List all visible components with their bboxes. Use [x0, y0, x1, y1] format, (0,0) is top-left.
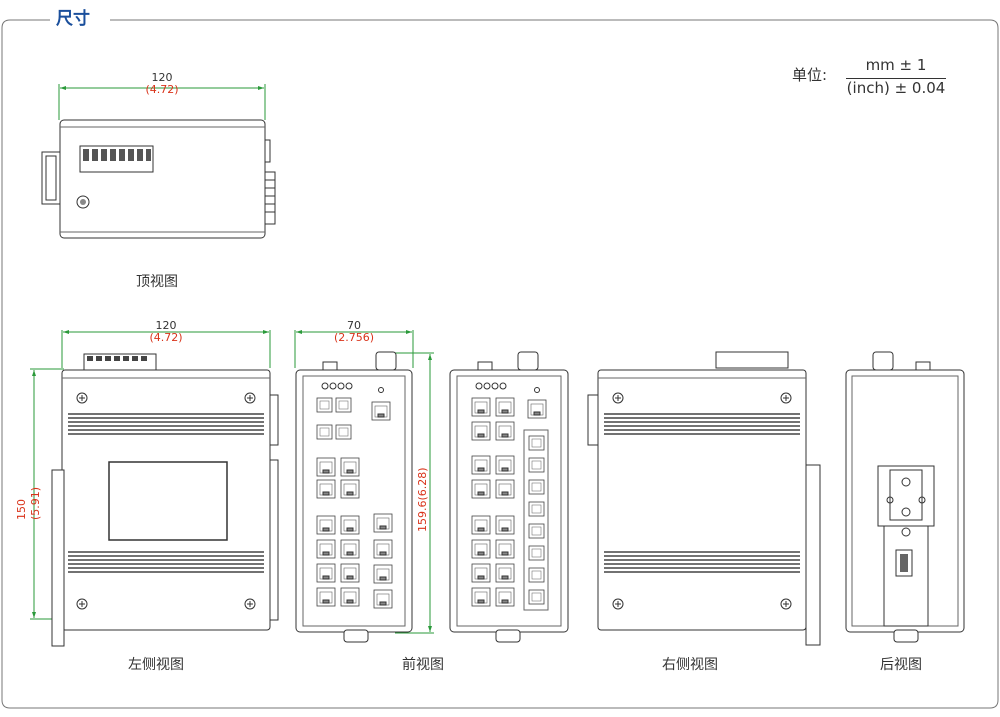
left-view-height-inch: (5.91) [29, 486, 42, 520]
outer-frame [1, 19, 999, 709]
front-view [294, 330, 434, 643]
front-view-variant [449, 351, 569, 643]
section-title: 尺寸 [56, 9, 90, 29]
front-view-height-dimension: 159.6(6.28) [416, 467, 429, 533]
dimension-inch: (4.72) [149, 331, 183, 344]
right-side-view [587, 351, 821, 646]
caption-back-view: 后视图 [880, 657, 922, 673]
unit-label: 单位: [792, 66, 828, 84]
unit-imperial: (inch) ± 0.04 [846, 79, 946, 97]
top-view-width-dimension: 120 (4.72) [122, 72, 202, 96]
dimension-mm: 159.6 [416, 500, 429, 533]
unit-metric: mm ± 1 [865, 56, 927, 74]
caption-left-view: 左侧视图 [128, 657, 184, 673]
left-view-height-dimension: 150 [15, 499, 28, 520]
dimension-mm: 120 [151, 71, 173, 84]
top-view [41, 84, 276, 239]
dimension-mm: 150 [15, 499, 28, 520]
caption-right-view: 右侧视图 [662, 657, 718, 673]
caption-top-view: 顶视图 [136, 274, 178, 290]
dimension-inch: (4.72) [145, 83, 179, 96]
dimension-mm: 120 [155, 319, 177, 332]
dimension-inch: (2.756) [333, 331, 375, 344]
front-view-width-dimension: 70 (2.756) [314, 320, 394, 344]
dimension-mm: 70 [347, 319, 361, 332]
caption-front-view: 前视图 [402, 657, 444, 673]
back-view [845, 351, 965, 643]
left-view-width-dimension: 120 (4.72) [126, 320, 206, 344]
dimension-inch: (5.91) [29, 486, 42, 520]
left-side-view [30, 330, 279, 647]
unit-fraction-bar [846, 78, 946, 79]
dimension-inch: (6.28) [416, 467, 429, 501]
